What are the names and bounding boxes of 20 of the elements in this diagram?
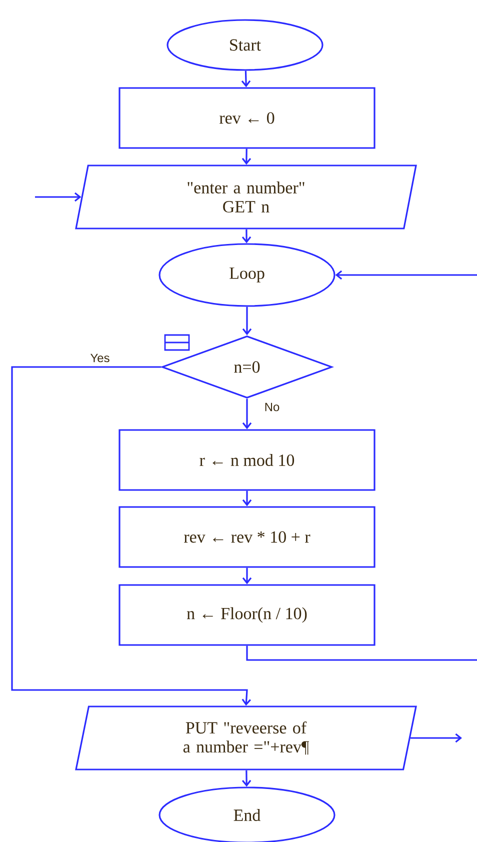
arrow [242,148,252,165]
process-box: n ← Floor(n / 10) [118,584,376,646]
arrow [242,568,252,584]
arrow [242,229,252,244]
arrow [35,192,82,202]
arrow [242,306,252,336]
arrow [242,490,252,506]
arrow [242,398,252,430]
arrow [242,770,252,787]
input-parallelogram: "enter a number" GET n [75,164,417,230]
arrow [11,366,251,706]
process-box: rev ← 0 [118,87,376,149]
process-box: r ← n mod 10 [118,429,376,491]
arrow [241,70,251,88]
edge-label: Yes [89,352,111,364]
edge-label: No [263,402,281,412]
arrow [410,733,462,743]
arrow [335,270,477,280]
process-box: rev ← rev * 10 + r [118,506,376,568]
output-parallelogram: PUT "reveerse of a number ="+rev¶ [75,706,417,770]
